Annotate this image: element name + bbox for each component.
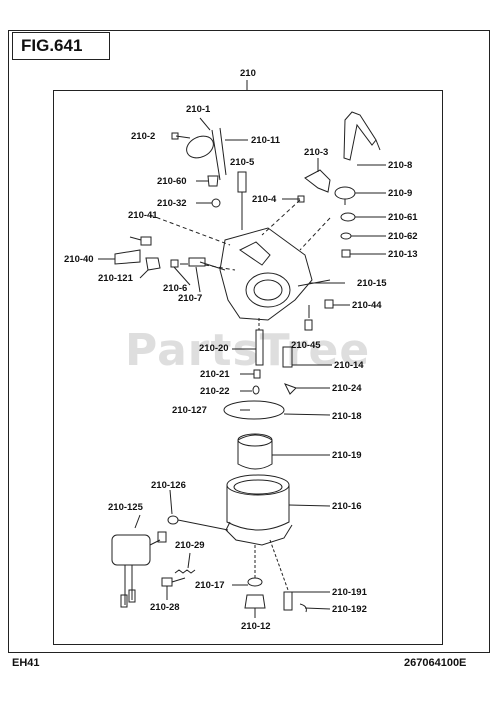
callout-210-126: 210-126: [151, 480, 186, 491]
callout-210-20: 210-20: [199, 343, 229, 354]
callout-210-19: 210-19: [332, 450, 362, 461]
callout-210-9: 210-9: [388, 188, 413, 199]
watermark: PartsTree: [125, 325, 371, 376]
callout-210-121: 210-121: [98, 273, 133, 284]
callout-210-4: 210-4: [252, 194, 277, 205]
callout-210-11: 210-11: [251, 135, 281, 146]
diagram-frame: [8, 30, 490, 653]
callout-210-61: 210-61: [388, 212, 418, 223]
callout-210-62: 210-62: [388, 231, 418, 242]
callout-210-16: 210-16: [332, 501, 362, 512]
callout-210-125: 210-125: [108, 502, 143, 513]
callout-210-191: 210-191: [332, 587, 367, 598]
callout-210-12: 210-12: [241, 621, 271, 632]
callout-210-44: 210-44: [352, 300, 382, 311]
callout-210-15: 210-15: [357, 278, 387, 289]
model-label: EH41: [12, 657, 40, 669]
callout-210-45: 210-45: [291, 340, 321, 351]
callout-210-24: 210-24: [332, 383, 362, 394]
callout-210-2: 210-2: [131, 131, 156, 142]
callout-210-21: 210-21: [200, 369, 230, 380]
callout-210-7: 210-7: [178, 293, 203, 304]
callout-210-28: 210-28: [150, 602, 180, 613]
callout-210-13: 210-13: [388, 249, 418, 260]
callout-210-14: 210-14: [334, 360, 364, 371]
callout-210-1: 210-1: [186, 104, 211, 115]
callout-210-3: 210-3: [304, 147, 329, 158]
callout-210-18: 210-18: [332, 411, 362, 422]
callout-210-29: 210-29: [175, 540, 205, 551]
callout-210-41: 210-41: [128, 210, 158, 221]
callout-210-8: 210-8: [388, 160, 413, 171]
assembly-box: [53, 90, 443, 645]
callout-210-60: 210-60: [157, 176, 187, 187]
callout-210-17: 210-17: [195, 580, 225, 591]
label-assembly: 210: [240, 68, 256, 79]
figure-title: FIG.641: [12, 32, 110, 60]
callout-210-192: 210-192: [332, 604, 367, 615]
callout-210-6: 210-6: [163, 283, 188, 294]
part-number-label: 267064100E: [404, 657, 467, 669]
callout-210-127: 210-127: [172, 405, 207, 416]
callout-210-22: 210-22: [200, 386, 230, 397]
callout-210-40: 210-40: [64, 254, 94, 265]
callout-210-32: 210-32: [157, 198, 187, 209]
callout-210-5: 210-5: [230, 157, 255, 168]
